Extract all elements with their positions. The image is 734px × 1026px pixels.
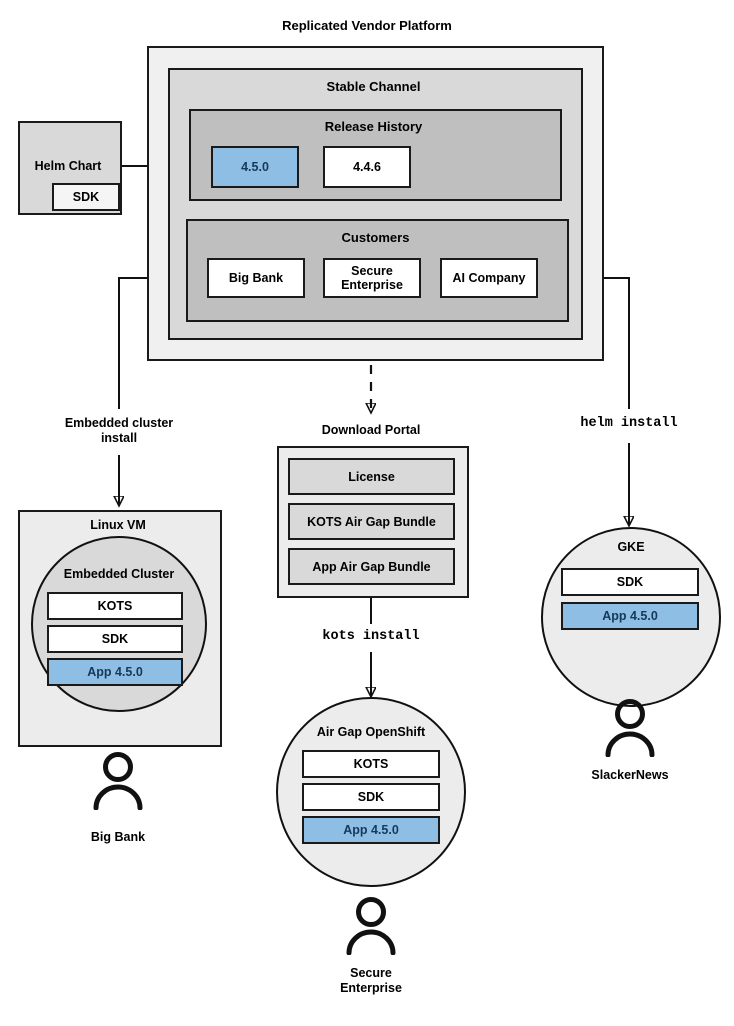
linux-vm-label: Linux VM (90, 518, 146, 532)
person-icon-slackernews (605, 699, 655, 757)
linux-vm-component-sdk[interactable]: SDK (47, 625, 183, 653)
person-icon-secure-enterprise (346, 897, 396, 955)
person-icon-big-bank (93, 752, 143, 810)
portal-artifact-kots-airgap-bundle[interactable]: KOTS Air Gap Bundle (288, 503, 455, 540)
flow-label-embedded-line2: install (100, 431, 138, 445)
customer-chip-secure-enterprise-line2: Enterprise (341, 278, 403, 292)
caption-secure-enterprise: Secure Enterprise (291, 966, 451, 996)
portal-artifact-app-airgap-bundle[interactable]: App Air Gap Bundle (288, 548, 455, 585)
caption-slackernews: SlackerNews (591, 768, 669, 782)
airgap-component-kots[interactable]: KOTS (302, 750, 440, 778)
helm-chart-label: Helm Chart (34, 159, 102, 173)
customer-chip-secure-enterprise[interactable]: Secure Enterprise (323, 258, 421, 298)
diagram-title: Replicated Vendor Platform (282, 18, 452, 33)
helm-chart-sdk-box[interactable]: SDK (52, 183, 120, 211)
caption-secure-enterprise-line2: Enterprise (340, 981, 402, 995)
customer-chip-secure-enterprise-line1: Secure (351, 264, 393, 278)
gke-component-sdk[interactable]: SDK (561, 568, 699, 596)
embedded-cluster-label: Embedded Cluster (63, 567, 175, 581)
airgap-component-app[interactable]: App 4.5.0 (302, 816, 440, 844)
linux-vm-component-kots[interactable]: KOTS (47, 592, 183, 620)
stable-channel-label: Stable Channel (326, 79, 421, 94)
gke-label: GKE (617, 540, 645, 554)
release-chip-450[interactable]: 4.5.0 (211, 146, 299, 188)
portal-artifact-license[interactable]: License (288, 458, 455, 495)
customers-label: Customers (341, 230, 410, 245)
release-chip-446[interactable]: 4.4.6 (323, 146, 411, 188)
flow-label-embedded-install: Embedded cluster install (39, 416, 199, 446)
airgap-openshift-label: Air Gap OpenShift (316, 725, 426, 739)
caption-secure-enterprise-line1: Secure (350, 966, 392, 980)
flow-label-kots-install: kots install (322, 629, 420, 644)
airgap-component-sdk[interactable]: SDK (302, 783, 440, 811)
release-history-label: Release History (324, 119, 423, 134)
gke-component-app[interactable]: App 4.5.0 (561, 602, 699, 630)
flow-label-helm-install: helm install (580, 416, 678, 431)
download-portal-label: Download Portal (321, 423, 421, 437)
linux-vm-component-app[interactable]: App 4.5.0 (47, 658, 183, 686)
customer-chip-big-bank[interactable]: Big Bank (207, 258, 305, 298)
customer-chip-ai-company[interactable]: AI Company (440, 258, 538, 298)
caption-big-bank: Big Bank (90, 830, 146, 844)
flow-label-embedded-line1: Embedded cluster (64, 416, 174, 430)
